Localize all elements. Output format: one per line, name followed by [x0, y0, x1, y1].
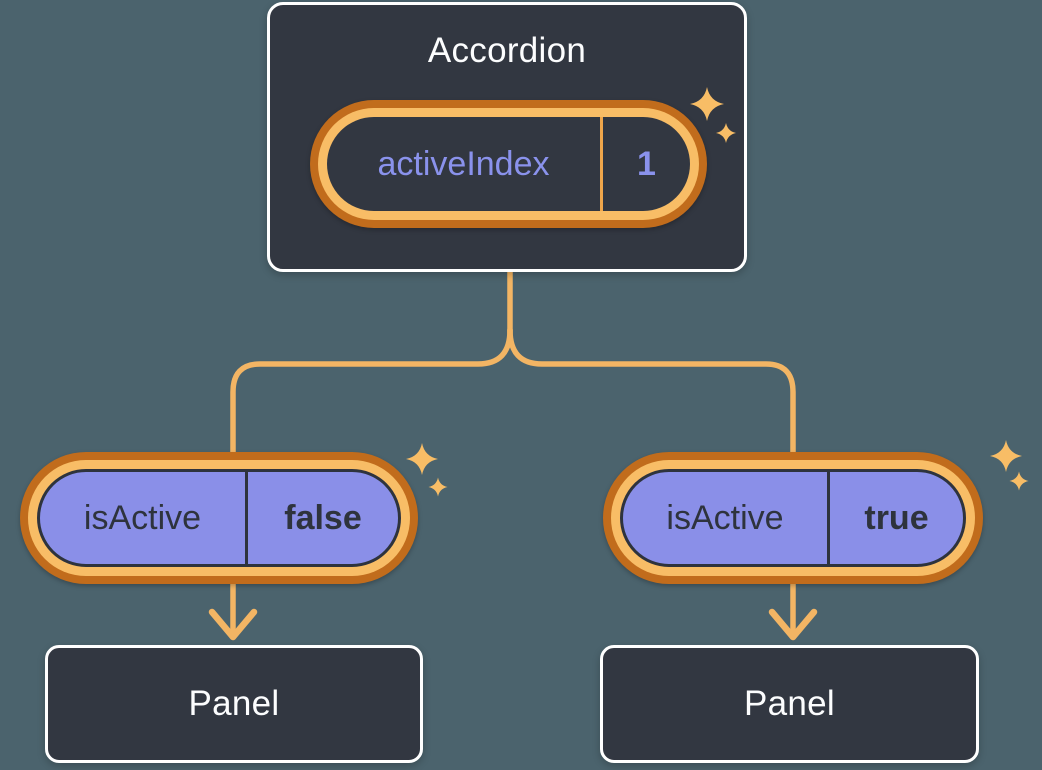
panel-box-right: Panel — [600, 645, 979, 763]
prop-pill-divider — [827, 472, 830, 564]
right-arrow-head-icon — [768, 608, 818, 641]
prop-pill-core: isActive false — [37, 469, 401, 567]
prop-name: isActive — [83, 498, 202, 537]
state-value: 1 — [637, 144, 656, 183]
connector-right-branch — [507, 327, 796, 469]
prop-value: false — [284, 498, 362, 537]
left-arrow-head-icon — [208, 608, 258, 641]
accordion-title: Accordion — [427, 31, 587, 70]
state-name: activeIndex — [377, 144, 550, 183]
state-pill-divider — [600, 117, 603, 211]
state-pill-ring: activeIndex 1 — [318, 108, 699, 220]
connector-left-branch — [230, 327, 513, 469]
prop-pill-core: isActive true — [620, 469, 966, 567]
accordion-component-box: Accordion activeIndex 1 — [267, 2, 747, 272]
panel-title: Panel — [743, 684, 836, 723]
prop-pill-isactive-true: isActive true — [603, 452, 983, 584]
sparkle-icon — [406, 443, 448, 497]
sparkle-icon — [990, 440, 1029, 491]
state-pill: activeIndex 1 — [310, 100, 707, 228]
prop-pill-isactive-false: isActive false — [20, 452, 418, 584]
prop-pill-ring: isActive false — [28, 460, 410, 576]
panel-title: Panel — [188, 684, 280, 723]
prop-pill-divider — [245, 472, 248, 564]
prop-name: isActive — [666, 498, 784, 537]
panel-box-left: Panel — [45, 645, 423, 763]
state-pill-core: activeIndex 1 — [327, 117, 690, 211]
prop-value: true — [864, 498, 929, 537]
prop-pill-ring: isActive true — [611, 460, 975, 576]
